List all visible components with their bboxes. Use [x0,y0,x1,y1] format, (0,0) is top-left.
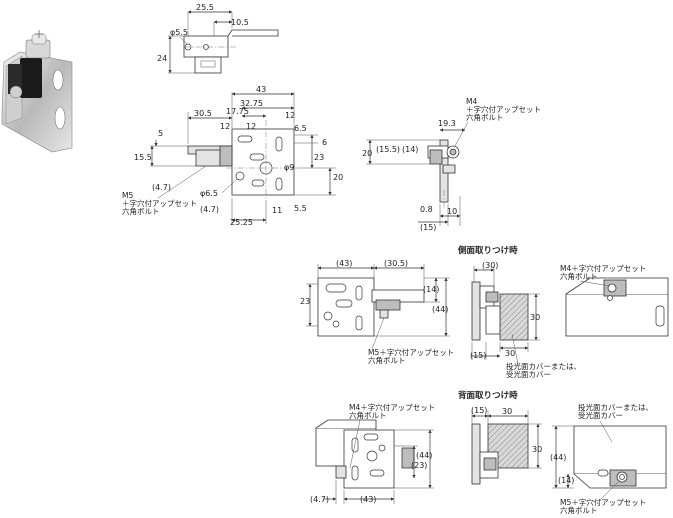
dim-label: (4.7) [200,205,219,214]
m4-bolt-label: M4 [466,97,477,106]
side-mount-title: 側面取りつけ時 [457,245,518,256]
dim-label: (14) [558,476,574,485]
dim-label: 12 [246,122,256,131]
cover-label: 受光面カバー [578,410,623,420]
dim-label: 17.75 [226,107,249,116]
m5-bolt-label: M5＋字穴付アップセット [560,497,646,507]
back-mount-section: 背面取りつけ時 M4＋字穴付アップセット 六角ボルト (44) (23) (4.… [310,390,667,515]
dim-label: 11 [272,206,282,215]
dim-label: 20 [362,149,372,158]
dim-label: 20 [333,173,343,182]
dim-label: 30 [532,445,542,454]
dim-label: 23 [300,297,310,306]
dim-label: 30.5 [194,109,212,118]
dim-label: (15.5) [376,145,400,154]
dim-label: 15.5 [134,153,152,162]
m5-bolt-label: 六角ボルト [368,355,406,365]
dim-label: 10.5 [231,18,249,27]
dim-label: (14) [402,145,418,154]
dim-label: (43) [336,259,352,268]
side-view: M4 ＋字穴付アップセット 六角ボルト 19.3 20 (15.5) (14) … [362,97,541,232]
dim-label: (44) [416,451,432,460]
dim-label: (30.5) [384,259,408,268]
dim-label: 24 [157,54,167,63]
dim-label: 10 [447,207,457,216]
side-mount-section: 側面取りつけ時 (43) (30.5) 23 (14) (44) M5＋字穴付ア [300,245,669,379]
dim-label: (30) [482,261,498,270]
m5-bolt-label: 六角ボルト [122,206,160,216]
dim-label: 43 [256,85,266,94]
dim-label: 32.75 [240,99,263,108]
dim-label: 6.5 [294,124,307,133]
m4-bolt-label: M4＋字穴付アップセット [349,402,435,412]
m5-bolt-label: M5 [122,191,133,200]
dim-label: φ6.5 [200,189,218,198]
dim-label: 23 [314,153,324,162]
dim-label: (44) [432,305,448,314]
bracket-photo [1,30,73,153]
dim-label: 0.8 [420,205,433,214]
cover-label: 投光面カバーまたは、 [506,361,581,371]
back-mount-title: 背面取りつけ時 [458,390,518,401]
cover-label: 受光面カバー [506,369,551,379]
cover-label: 投光面カバーまたは、 [578,402,653,412]
m4-bolt-label: 六角ボルト [466,112,504,122]
front-view: 43 32.75 17.75 30.5 12 12 12 6.5 6 23 20… [122,85,343,227]
dim-label: (23) [411,461,427,470]
m4-bolt-label: ＋字穴付アップセット [466,104,541,114]
dim-label: (43) [360,495,376,504]
dim-label: 30 [505,349,515,358]
m5-bolt-label: ＋字穴付アップセット [122,198,197,208]
dim-label: φ9 [284,163,294,172]
dim-label: 30 [530,313,540,322]
dim-label: 25.5 [196,3,214,12]
m4-bolt-label: 六角ボルト [560,271,598,281]
dim-label: 12 [285,111,295,120]
dim-label: φ5.5 [170,28,188,37]
m5-bolt-label: 六角ボルト [560,505,598,515]
dim-label: 30 [502,407,512,416]
top-view: 25.5 10.5 φ5.5 24 [157,3,279,74]
dim-label: 19.3 [438,119,456,128]
dim-label: 5.5 [294,204,307,213]
dim-label: 12 [220,122,230,131]
m4-bolt-label: 六角ボルト [349,410,387,420]
dim-label: (4.7) [152,183,171,192]
dim-label: (44) [550,453,566,462]
dim-label: (14) [423,285,439,294]
m4-bolt-label: M4＋字穴付アップセット [560,263,646,273]
dim-label: 6 [322,138,327,147]
dim-label: (15) [470,351,486,360]
dim-label: (15) [471,406,487,415]
dim-label: (4.7) [310,495,329,504]
m5-bolt-label: M5＋字穴付アップセット [368,347,454,357]
dim-label: 25.25 [230,218,253,227]
dim-label: (15) [420,223,436,232]
dim-label: 5 [158,129,163,138]
